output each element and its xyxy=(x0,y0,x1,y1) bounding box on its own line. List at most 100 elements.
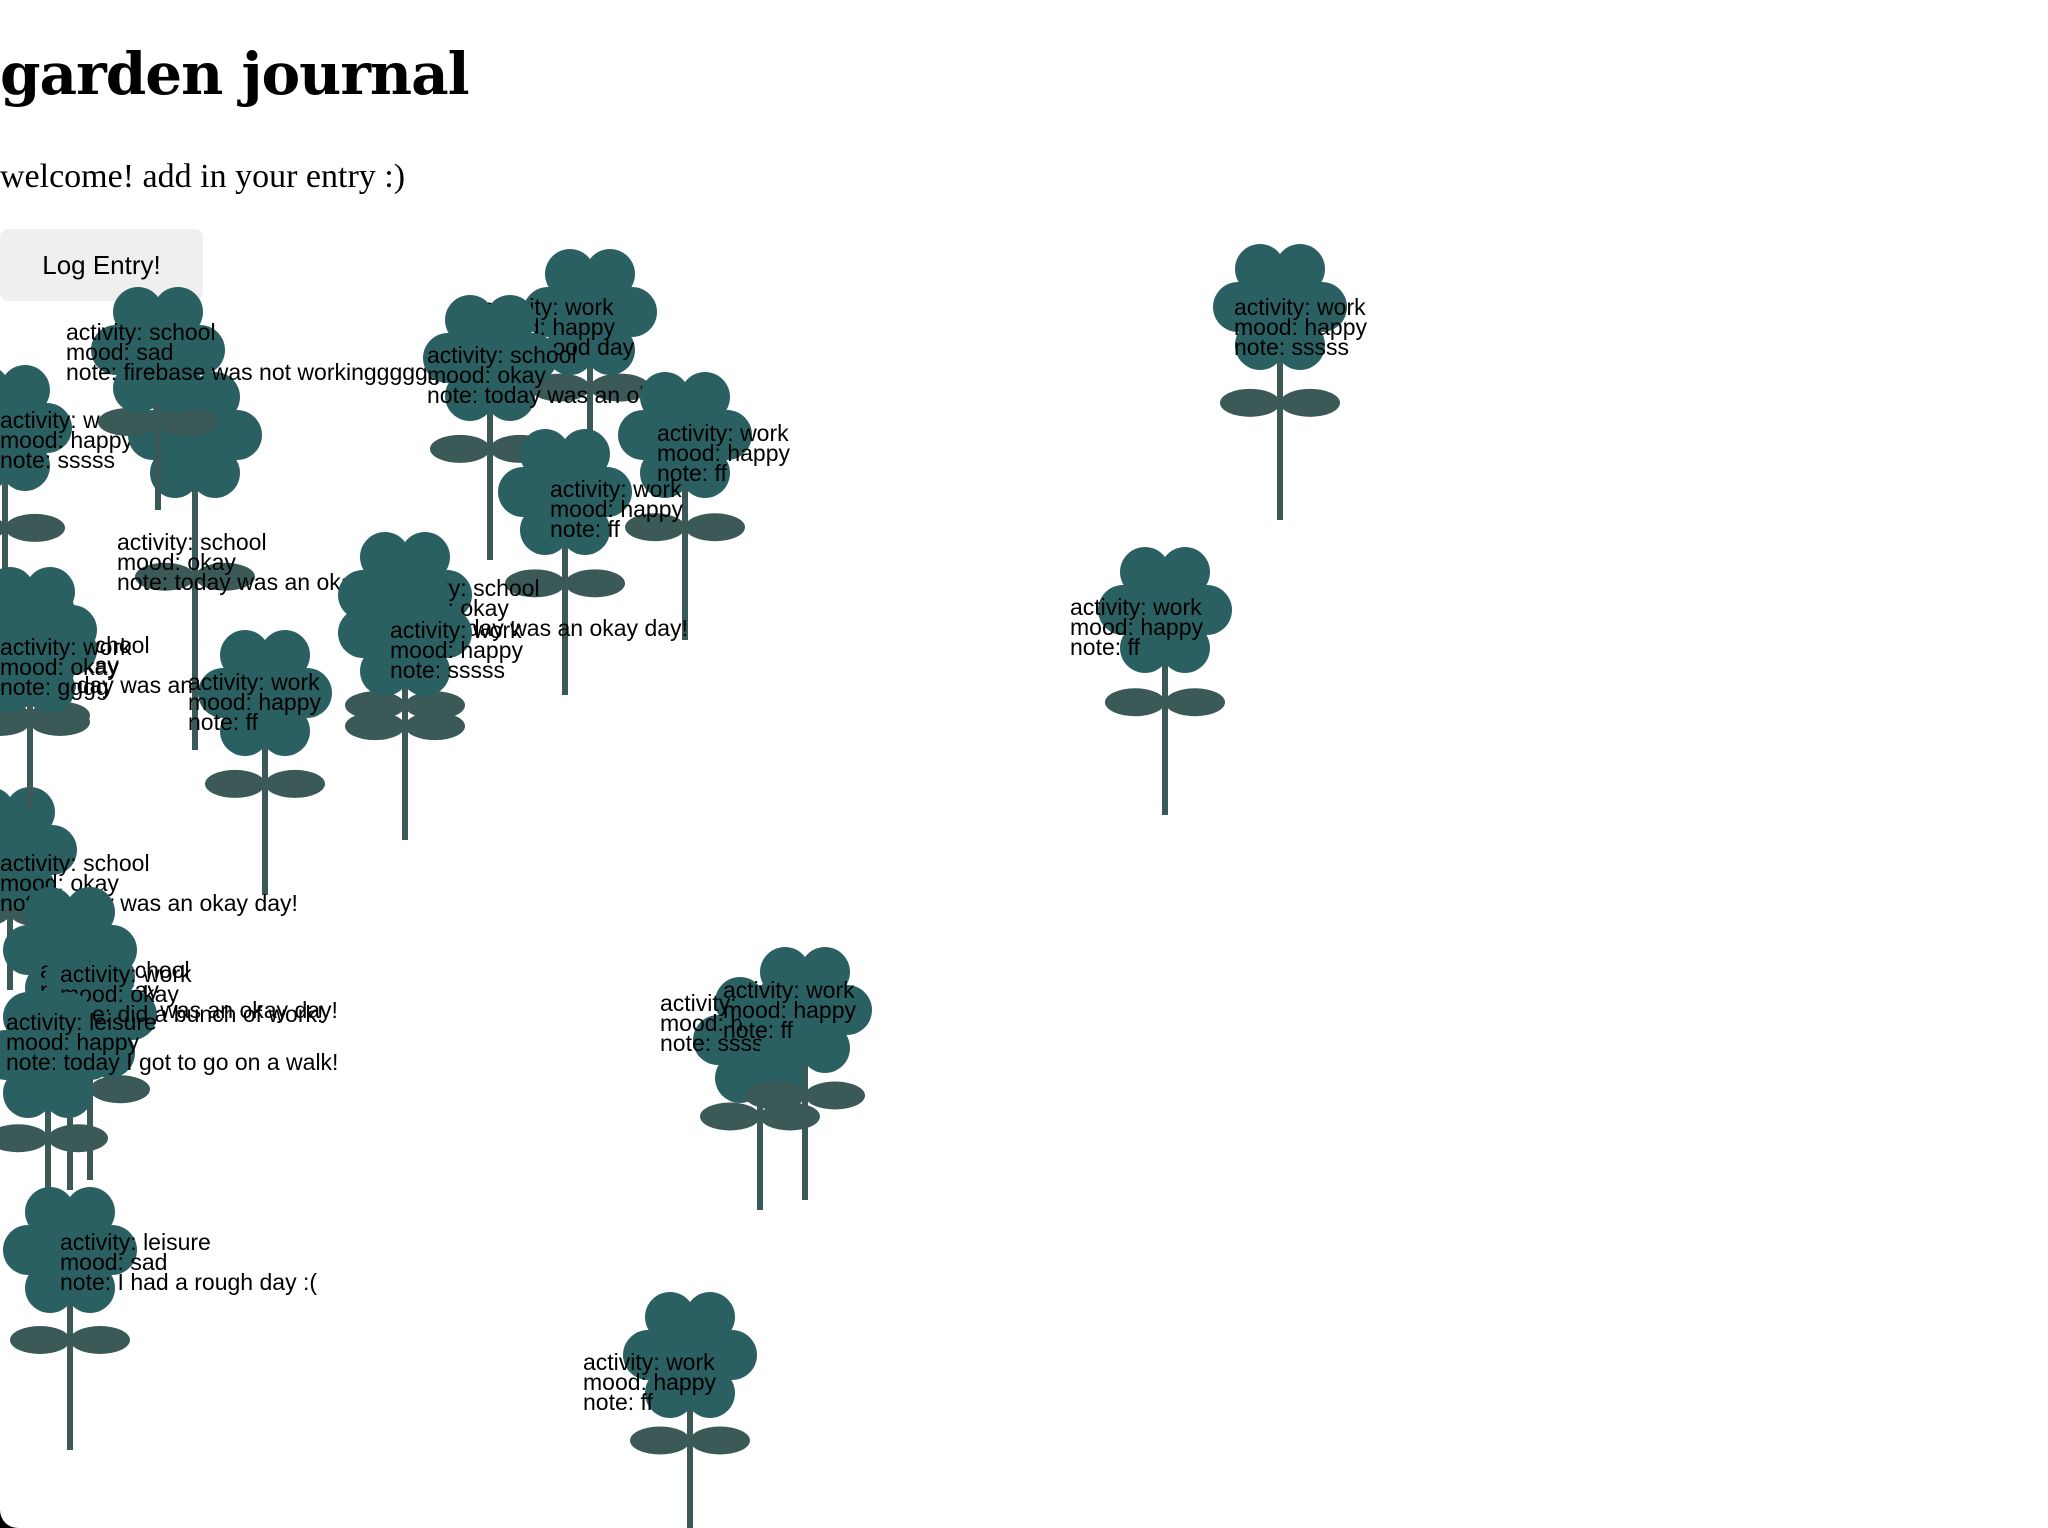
entry-activity: activity: work xyxy=(1234,294,1366,320)
leaf-right xyxy=(195,562,255,591)
leaf-right xyxy=(48,1124,108,1153)
leaf-left xyxy=(700,1102,760,1131)
entry-note: note: sssss xyxy=(0,447,116,473)
entry-mood: mood: happy xyxy=(723,997,856,1023)
entry-note: note: ff xyxy=(583,1389,653,1415)
entry-note: note: I had a rough day :( xyxy=(60,1269,318,1295)
flower-stem xyxy=(7,850,13,990)
leaf-right xyxy=(805,1081,865,1110)
leaf-right xyxy=(405,712,465,741)
entry-activity: activity: work xyxy=(0,634,132,660)
entry-note: note: firebase was not workingggggg xyxy=(66,359,441,385)
leaf-left xyxy=(135,562,195,591)
leaf-right xyxy=(685,513,745,542)
flower-center xyxy=(556,278,624,346)
flower-center xyxy=(531,458,599,526)
page-title: garden journal xyxy=(0,40,470,108)
entry-activity: activity: work xyxy=(657,420,789,446)
flower-stem xyxy=(587,312,593,480)
flower-center xyxy=(371,599,439,667)
entry-mood: mood: happy xyxy=(583,1369,716,1395)
entry-mood: mood: happy xyxy=(0,427,133,453)
leaf-right xyxy=(70,1326,130,1354)
leaf-left xyxy=(98,408,158,436)
entry-mood: mood: happy xyxy=(390,637,523,663)
entry-note: note: ff xyxy=(723,1017,793,1043)
entry-activity: activity: work xyxy=(583,1349,715,1375)
flower-center xyxy=(656,1321,724,1389)
leaf-right xyxy=(405,691,465,720)
flower-stem xyxy=(802,1010,808,1200)
entry-activity: activity: work xyxy=(390,617,522,643)
flower-stem xyxy=(2,428,8,650)
flower-center xyxy=(14,1021,82,1089)
entry-mood: mood: happy xyxy=(6,1029,139,1055)
entry-note: note: ff xyxy=(188,709,258,735)
entry-mood: mood: happy xyxy=(550,496,683,522)
entry-note: note: ff xyxy=(657,460,727,486)
entry-activity: activity: leisure xyxy=(60,1229,211,1255)
flower-stem xyxy=(262,693,268,895)
leaf-right xyxy=(590,373,650,402)
leaf-left xyxy=(345,712,405,741)
entry-activity: activity: work xyxy=(723,977,855,1003)
entry-note: note: sssss xyxy=(390,657,506,683)
flower-stem xyxy=(682,435,688,640)
entry-mood: mood: happy xyxy=(1234,314,1367,340)
entry-mood: mood: okay xyxy=(60,981,179,1007)
flower-stem xyxy=(67,1250,73,1450)
flower-stem xyxy=(1162,610,1168,815)
entry-mood: mood: happy xyxy=(188,689,321,715)
flower-stem xyxy=(45,1055,51,1240)
flower-stem xyxy=(155,350,161,510)
entry-mood: mood: happy xyxy=(657,440,790,466)
entry-activity: activity: work xyxy=(1070,594,1202,620)
entry-activity: activity: school xyxy=(66,319,216,345)
flower-center xyxy=(36,1216,104,1284)
leaf-right xyxy=(265,769,325,798)
flower-stem xyxy=(27,650,33,810)
entry-activity: activity: school xyxy=(427,342,577,368)
entry-note: note: gggg xyxy=(0,674,109,700)
leaf-left xyxy=(505,569,565,598)
leaf-left xyxy=(630,1426,690,1455)
leaf-right xyxy=(1165,688,1225,717)
welcome-message: welcome! add in your entry :) xyxy=(0,158,406,195)
leaf-right xyxy=(90,1075,150,1104)
leaf-right xyxy=(565,569,625,598)
entry-note: note: sssss xyxy=(1234,334,1350,360)
flower-center xyxy=(651,401,719,469)
entry-mood: mood: okay xyxy=(0,654,119,680)
flower-center xyxy=(1246,273,1314,341)
entry-activity: activity: work xyxy=(0,407,132,433)
flower-stem xyxy=(562,492,568,695)
leaf-left xyxy=(745,1081,805,1110)
flower-center xyxy=(1131,576,1199,644)
flower-center xyxy=(231,659,299,727)
flower-stem xyxy=(402,633,408,840)
entry-activity: activity: work xyxy=(188,669,320,695)
entry-mood: mood: happy xyxy=(1070,614,1203,640)
leaf-right xyxy=(690,1426,750,1455)
leaf-right xyxy=(5,513,65,542)
flower-center xyxy=(0,816,44,884)
flower-stem xyxy=(487,358,493,560)
flower-center xyxy=(0,616,64,684)
leaf-left xyxy=(430,434,490,463)
entry-note: note: ff xyxy=(1070,634,1140,660)
